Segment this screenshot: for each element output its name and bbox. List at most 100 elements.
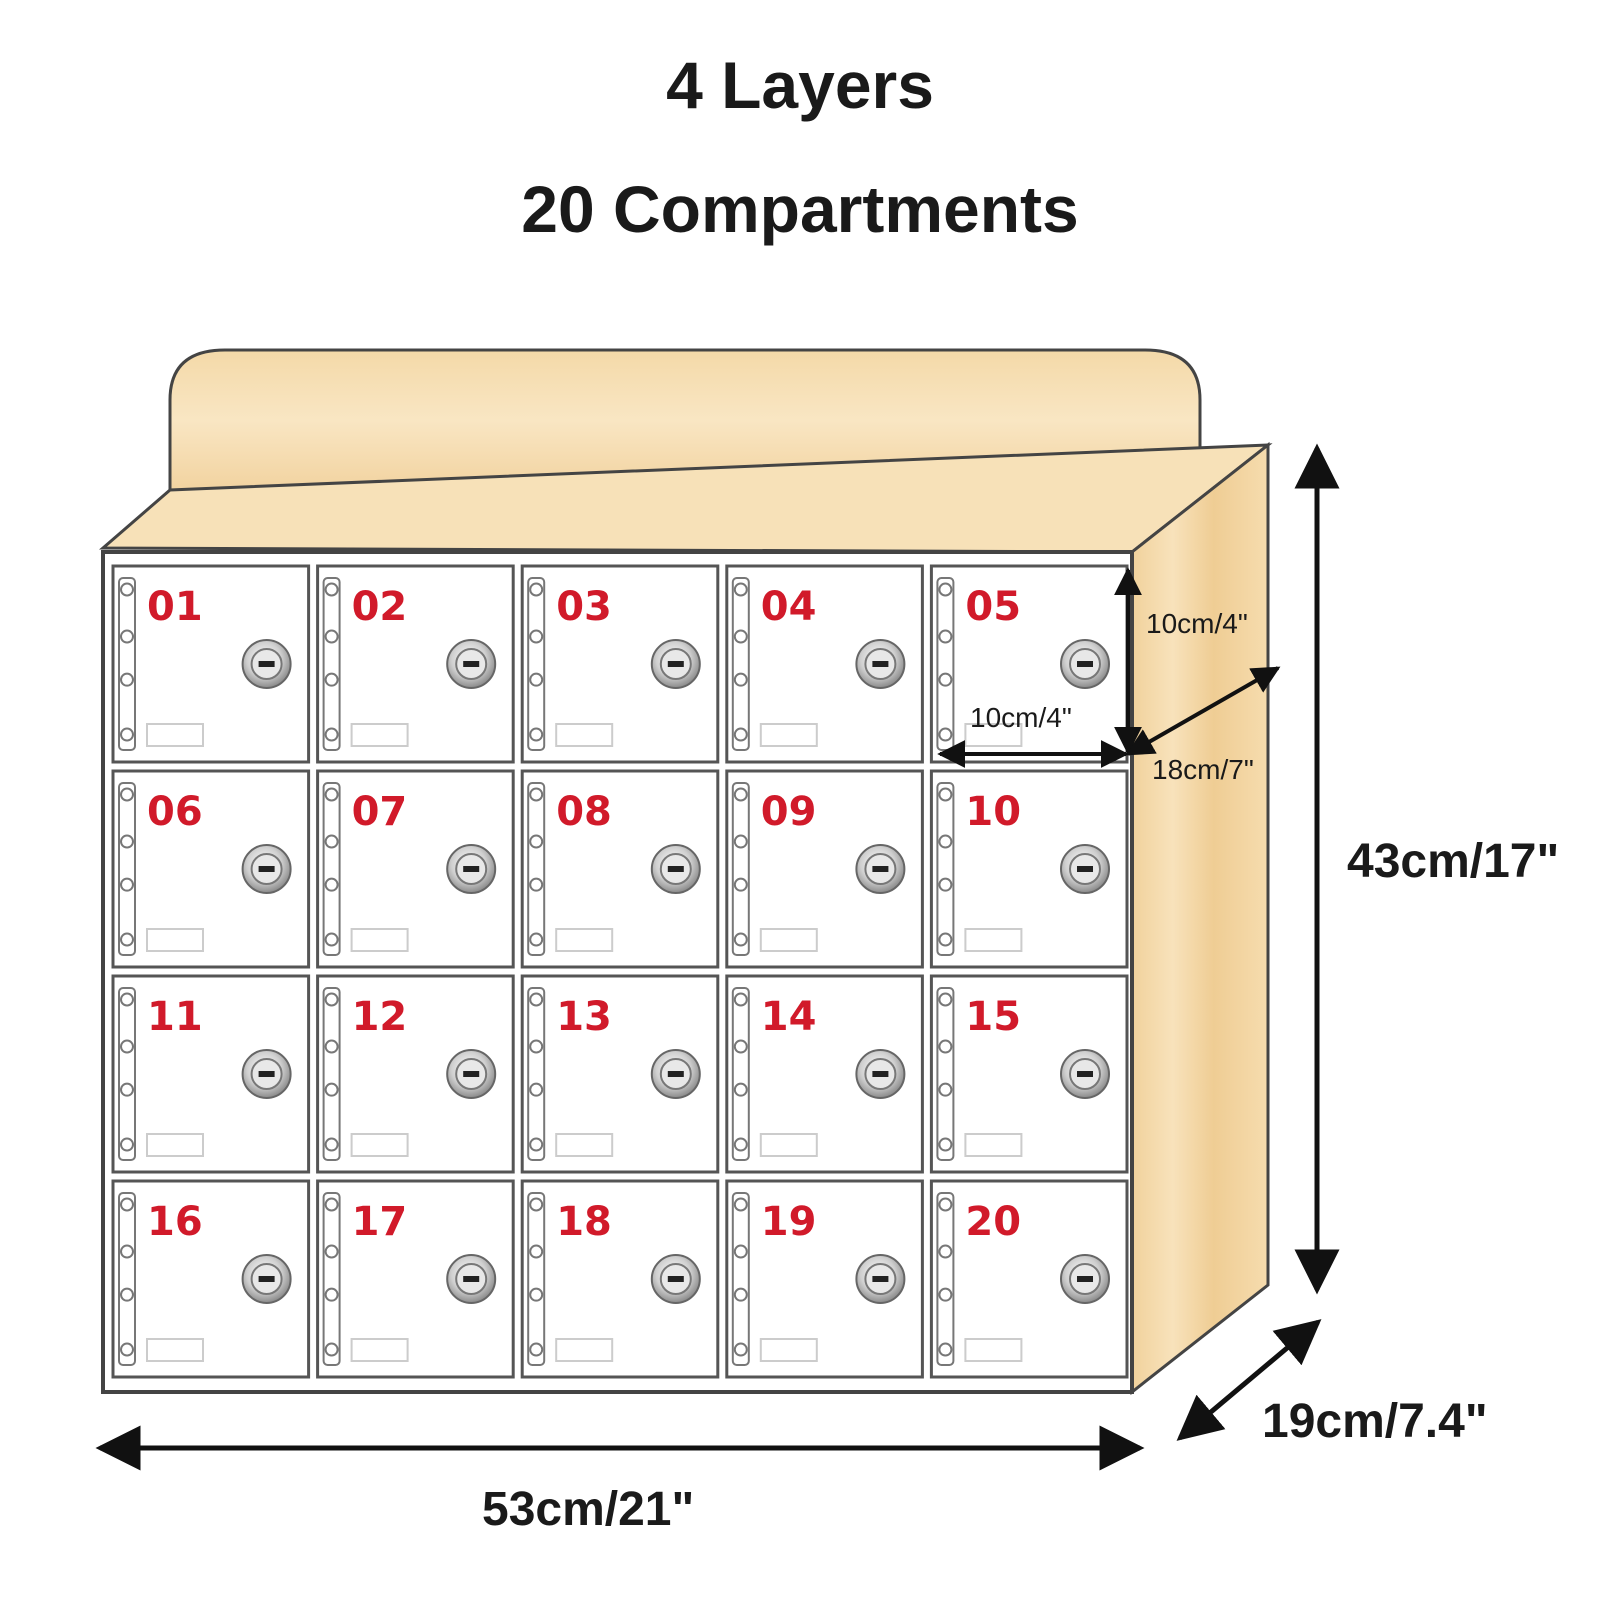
overall-width-label: 53cm/21" <box>482 1483 695 1536</box>
lock-icon[interactable] <box>650 844 701 894</box>
compartment-door[interactable]: 19 <box>725 1179 924 1379</box>
label-slot-icon <box>759 1133 818 1157</box>
overall-depth-label: 19cm/7.4" <box>1262 1395 1488 1448</box>
compartment-number: 12 <box>352 994 408 1040</box>
compartment-door[interactable]: 01 <box>111 564 311 764</box>
lock-icon[interactable] <box>241 1049 292 1099</box>
label-slot-icon <box>964 1133 1023 1157</box>
compartment-door[interactable]: 09 <box>725 769 924 969</box>
compartment-door[interactable]: 11 <box>111 974 311 1174</box>
lock-icon[interactable] <box>446 844 497 894</box>
label-slot-icon <box>759 1338 818 1362</box>
compartment-number: 14 <box>761 994 817 1040</box>
compartment-door[interactable]: 07 <box>316 769 515 969</box>
hinge-icon <box>731 1192 750 1366</box>
compartment-grid: 01 02 03 04 05 06 07 08 09 10 11 12 13 14 15 16 17 18 19 20 <box>111 564 1129 1379</box>
label-slot-icon <box>964 1338 1023 1362</box>
lock-icon[interactable] <box>1060 844 1110 894</box>
compartment-door[interactable]: 14 <box>725 974 924 1174</box>
lock-icon[interactable] <box>855 639 906 689</box>
label-slot-icon <box>964 928 1023 952</box>
lock-icon[interactable] <box>650 1254 701 1304</box>
hinge-icon <box>936 1192 955 1366</box>
back-panel <box>168 348 1202 492</box>
compartment-number: 15 <box>965 994 1021 1040</box>
label-slot-icon <box>146 928 204 952</box>
compartment-door[interactable]: 05 <box>929 564 1129 764</box>
compartment-door[interactable]: 13 <box>520 974 720 1174</box>
compartment-door[interactable]: 08 <box>520 769 720 969</box>
hinge-icon <box>936 782 955 956</box>
lock-icon[interactable] <box>1060 1254 1110 1304</box>
compartment-number: 16 <box>147 1199 203 1245</box>
hinge-icon <box>118 782 136 956</box>
hinge-icon <box>322 782 341 956</box>
compartment-depth-label: 18cm/7" <box>1152 754 1254 785</box>
lock-icon[interactable] <box>650 639 701 689</box>
hinge-icon <box>527 577 546 751</box>
compartment-door[interactable]: 17 <box>316 1179 515 1379</box>
label-slot-icon <box>759 723 818 747</box>
hinge-icon <box>118 987 136 1161</box>
lock-icon[interactable] <box>650 1049 701 1099</box>
lock-icon[interactable] <box>241 1254 292 1304</box>
hinge-icon <box>322 577 341 751</box>
compartment-number: 05 <box>965 584 1021 630</box>
compartment-door[interactable]: 20 <box>929 1179 1129 1379</box>
lock-icon[interactable] <box>855 1254 906 1304</box>
compartment-door[interactable]: 04 <box>725 564 924 764</box>
title-layers: 4 Layers <box>666 48 934 122</box>
lock-icon[interactable] <box>1060 1049 1110 1099</box>
hinge-icon <box>936 987 955 1161</box>
compartment-number: 03 <box>556 584 612 630</box>
hinge-icon <box>118 577 136 751</box>
hinge-icon <box>731 577 750 751</box>
side-panel <box>1130 441 1270 1396</box>
compartment-depth-arrow <box>1125 666 1281 756</box>
label-slot-icon <box>555 1338 614 1362</box>
label-slot-icon <box>146 723 204 747</box>
compartment-number: 01 <box>147 584 203 630</box>
hinge-icon <box>527 1192 546 1366</box>
compartment-door[interactable]: 02 <box>316 564 515 764</box>
compartment-height-label: 10cm/4" <box>1146 608 1248 639</box>
compartment-number: 19 <box>761 1199 817 1245</box>
hinge-icon <box>322 1192 341 1366</box>
label-slot-icon <box>146 1338 204 1362</box>
compartment-number: 18 <box>556 1199 612 1245</box>
lock-icon[interactable] <box>446 1049 497 1099</box>
compartment-door[interactable]: 10 <box>929 769 1129 969</box>
compartment-number: 13 <box>556 994 612 1040</box>
title-compartments: 20 Compartments <box>521 172 1079 246</box>
hinge-icon <box>322 987 341 1161</box>
compartment-number: 17 <box>352 1199 408 1245</box>
hinge-icon <box>527 782 546 956</box>
label-slot-icon <box>555 928 614 952</box>
compartment-door[interactable]: 15 <box>929 974 1129 1174</box>
compartment-number: 09 <box>761 789 817 835</box>
compartment-number: 02 <box>352 584 408 630</box>
hinge-icon <box>118 1192 136 1366</box>
lock-icon[interactable] <box>446 1254 497 1304</box>
compartment-number: 11 <box>147 994 203 1040</box>
compartment-door[interactable]: 06 <box>111 769 311 969</box>
lock-icon[interactable] <box>855 1049 906 1099</box>
label-slot-icon <box>555 723 614 747</box>
compartment-door[interactable]: 12 <box>316 974 515 1174</box>
lock-icon[interactable] <box>446 639 497 689</box>
lock-icon[interactable] <box>241 639 292 689</box>
compartment-door[interactable]: 18 <box>520 1179 720 1379</box>
label-slot-icon <box>555 1133 614 1157</box>
lock-icon[interactable] <box>1060 639 1110 689</box>
lock-icon[interactable] <box>855 844 906 894</box>
compartment-door[interactable]: 16 <box>111 1179 311 1379</box>
lock-icon[interactable] <box>241 844 292 894</box>
compartment-number: 04 <box>761 584 817 630</box>
label-slot-icon <box>146 1133 204 1157</box>
compartment-door[interactable]: 03 <box>520 564 720 764</box>
overall-height-label: 43cm/17" <box>1347 835 1560 888</box>
compartment-number: 07 <box>352 789 408 835</box>
compartment-number: 08 <box>556 789 612 835</box>
overall-depth-arrow <box>1176 1319 1322 1441</box>
